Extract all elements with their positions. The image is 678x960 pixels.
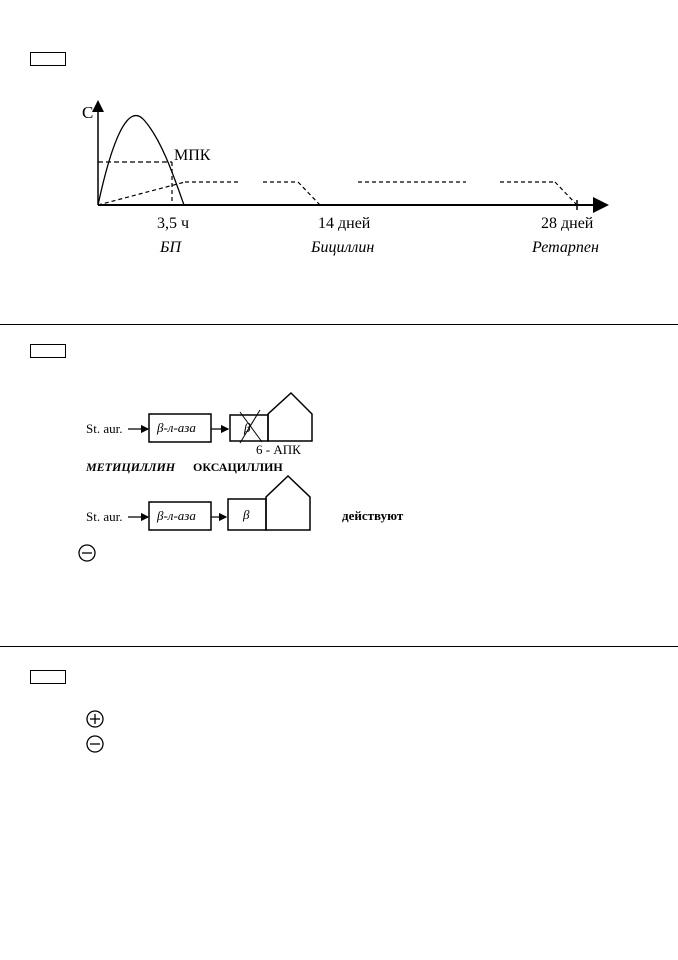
y-axis-label: C [82, 103, 93, 122]
bp-concentration-curve [97, 114, 185, 206]
bicillin-decline [297, 181, 321, 206]
row1-beta-symbol: β [243, 420, 251, 435]
beta-lactamase-diagram: St. aur. β-л-аза β 6 - АПК МЕТИЦИЛЛИН ОК… [78, 391, 404, 562]
section3-icons [86, 710, 104, 753]
plus-circle-icon [86, 710, 104, 728]
section2-marker-box [30, 344, 66, 358]
row2-thiazolidine-ring [265, 474, 311, 531]
row2-enzyme-box [148, 501, 212, 531]
row2-organism: St. aur. [86, 509, 122, 524]
x-tick-label-14d: 14 дней [318, 215, 371, 232]
section3-marker-box [30, 670, 66, 684]
minus-circle-icon [78, 544, 96, 562]
row2-beta-symbol: β [242, 507, 250, 522]
row2-action-label: действуют [342, 508, 404, 523]
concentration-time-chart: C МПК 3,5 ч 14 дней 28 дней БП Бициллин … [82, 100, 609, 256]
row1-cross-2 [239, 411, 263, 443]
drug-label-retarpen: Ретарпен [531, 239, 599, 256]
row1-apk-label: 6 - АПК [256, 442, 301, 457]
section-divider-2 [0, 646, 678, 647]
section-divider-1 [0, 324, 678, 325]
bicillin-rise-curve [97, 181, 186, 206]
row1-cross-1 [239, 409, 261, 444]
row2-enzyme-label: β-л-аза [156, 508, 196, 523]
row1-enzyme-box [148, 413, 212, 443]
drug-oxacillin: ОКСАЦИЛЛИН [193, 460, 283, 474]
drug-label-bp: БП [159, 239, 182, 256]
retarpen-decline [554, 181, 578, 206]
section1-marker-box [30, 52, 66, 66]
row1-thiazolidine-ring [267, 391, 313, 442]
x-tick-label-28d: 28 дней [541, 215, 594, 232]
row1-enzyme-label: β-л-аза [156, 420, 196, 435]
drug-label-bicillin: Бициллин [310, 239, 374, 256]
row1-organism: St. aur. [86, 421, 122, 436]
minus-circle-icon [86, 735, 104, 753]
drug-methicillin: МЕТИЦИЛЛИН [85, 460, 176, 474]
mpk-label: МПК [174, 147, 211, 164]
x-tick-label-3-5h: 3,5 ч [157, 215, 189, 232]
